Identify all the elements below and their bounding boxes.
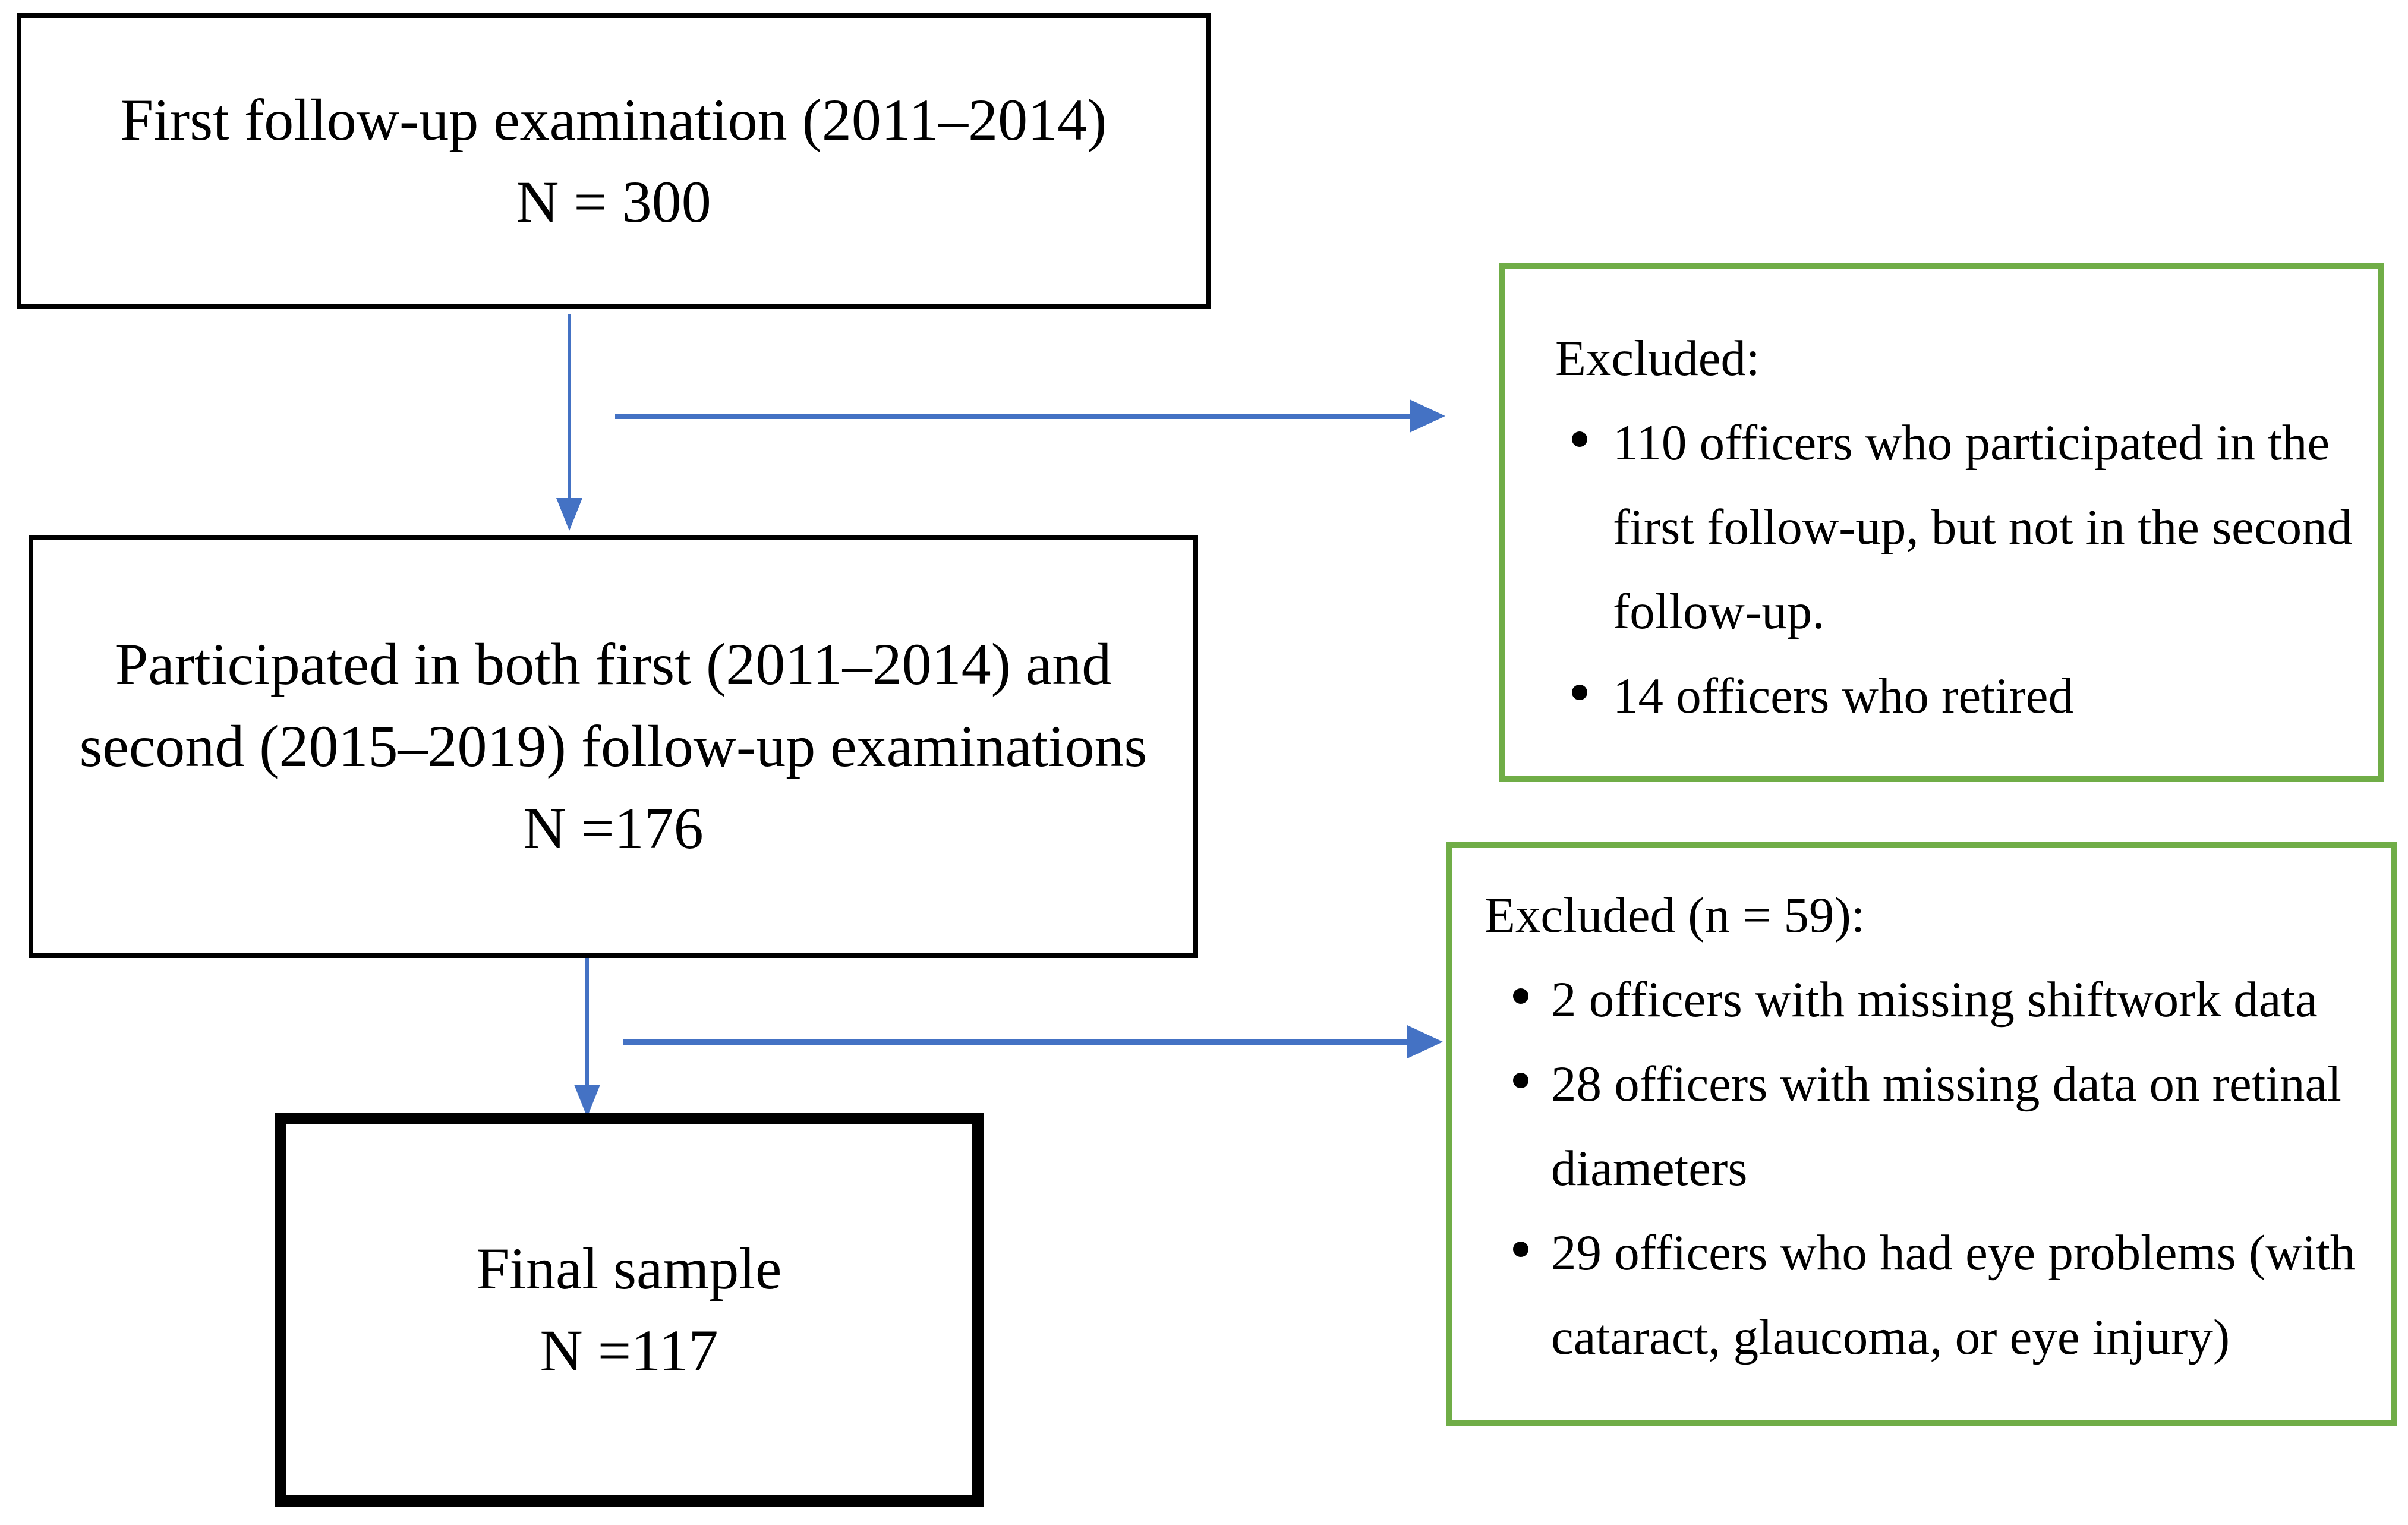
bullet-text: 29 officers who had eye problems (with c…: [1551, 1225, 2356, 1365]
flow-box-final-sample: Final sample N =117: [275, 1113, 984, 1507]
exclusion-box-after-first-followup: Excluded: 110 officers who participated …: [1499, 263, 2384, 782]
bullet-text: 14 officers who retired: [1613, 668, 2073, 724]
bullet-item: 14 officers who retired: [1555, 654, 2378, 738]
arrow-head-down-icon: [556, 498, 582, 531]
bullet-dot-icon: [1555, 401, 1613, 447]
arrow-shaft: [585, 958, 589, 1085]
flow-box-final-count: N =117: [540, 1317, 718, 1384]
flow-box-first-followup: First follow-up examination (2011–2014) …: [17, 13, 1211, 309]
bullet-dot-icon: [1484, 1211, 1551, 1257]
bullet-dot-icon: [1484, 957, 1551, 1004]
arrow-shaft: [615, 414, 1410, 419]
flow-box-both-line-2: second (2015–2019) follow-up examination…: [79, 713, 1148, 779]
exclusion-title: Excluded:: [1555, 330, 1760, 386]
flow-box-final-label: Final sample: [476, 1235, 782, 1302]
arrow-head-right-icon: [1410, 399, 1445, 433]
arrow-shaft: [623, 1039, 1407, 1045]
bullet-text: 2 officers with missing shiftwork data: [1551, 972, 2318, 1028]
flow-box-both-count: N =176: [523, 795, 704, 861]
bullet-item: 2 officers with missing shiftwork data: [1484, 957, 2373, 1042]
bullet-dot-icon: [1484, 1042, 1551, 1088]
flow-box-both-line-1: Participated in both first (2011–2014) a…: [115, 631, 1112, 697]
bullet-item: 29 officers who had eye problems (with c…: [1484, 1211, 2373, 1379]
flow-box-first-count: N = 300: [516, 169, 711, 235]
bullet-item: 28 officers with missing data on retinal…: [1484, 1042, 2373, 1211]
exclusion-box-before-final-sample: Excluded (n = 59): 2 officers with missi…: [1446, 842, 2397, 1426]
bullet-text: 28 officers with missing data on retinal…: [1551, 1056, 2341, 1196]
bullet-dot-icon: [1555, 654, 1613, 700]
exclusion-title: Excluded (n = 59):: [1484, 887, 1865, 943]
arrow-head-down-icon: [574, 1085, 600, 1117]
flow-box-both-followups: Participated in both first (2011–2014) a…: [29, 535, 1198, 958]
flow-box-first-line-1: First follow-up examination (2011–2014): [120, 87, 1107, 153]
bullet-item: 110 officers who participated in the fir…: [1555, 401, 2378, 654]
arrow-head-right-icon: [1407, 1025, 1443, 1058]
arrow-shaft: [568, 314, 571, 498]
bullet-text: 110 officers who participated in the fir…: [1613, 415, 2353, 639]
